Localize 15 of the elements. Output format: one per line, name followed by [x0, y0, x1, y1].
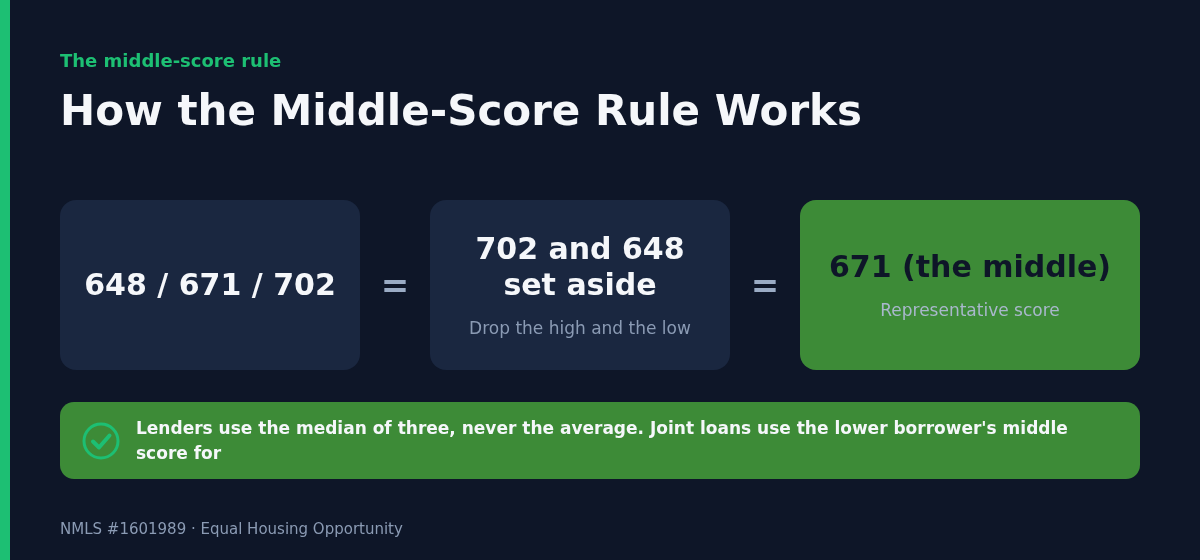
equals-sign: =: [750, 268, 780, 302]
eyebrow-text: The middle-score rule: [60, 50, 282, 71]
card-caption: Drop the high and the low: [469, 316, 691, 340]
score-value: 702 and 648 set aside: [474, 230, 686, 303]
card-caption: Representative score: [880, 298, 1060, 322]
step-card: [430, 200, 730, 370]
score-value: 671 (the middle): [828, 248, 1112, 285]
step-card: [60, 200, 360, 370]
step-card: [800, 200, 1140, 370]
note-banner: [60, 402, 1140, 480]
slide-title: How the Middle-Score Rule Works: [60, 86, 863, 137]
score-value: 648 / 671 / 702: [84, 267, 336, 303]
footer-text: NMLS #1601989 · Equal Housing Opportunity: [60, 520, 403, 538]
note-text: Lenders use the median of three, never the average. Joint loans use the lower borrower's middle score for: [136, 417, 1069, 465]
equals-sign: =: [380, 268, 410, 302]
